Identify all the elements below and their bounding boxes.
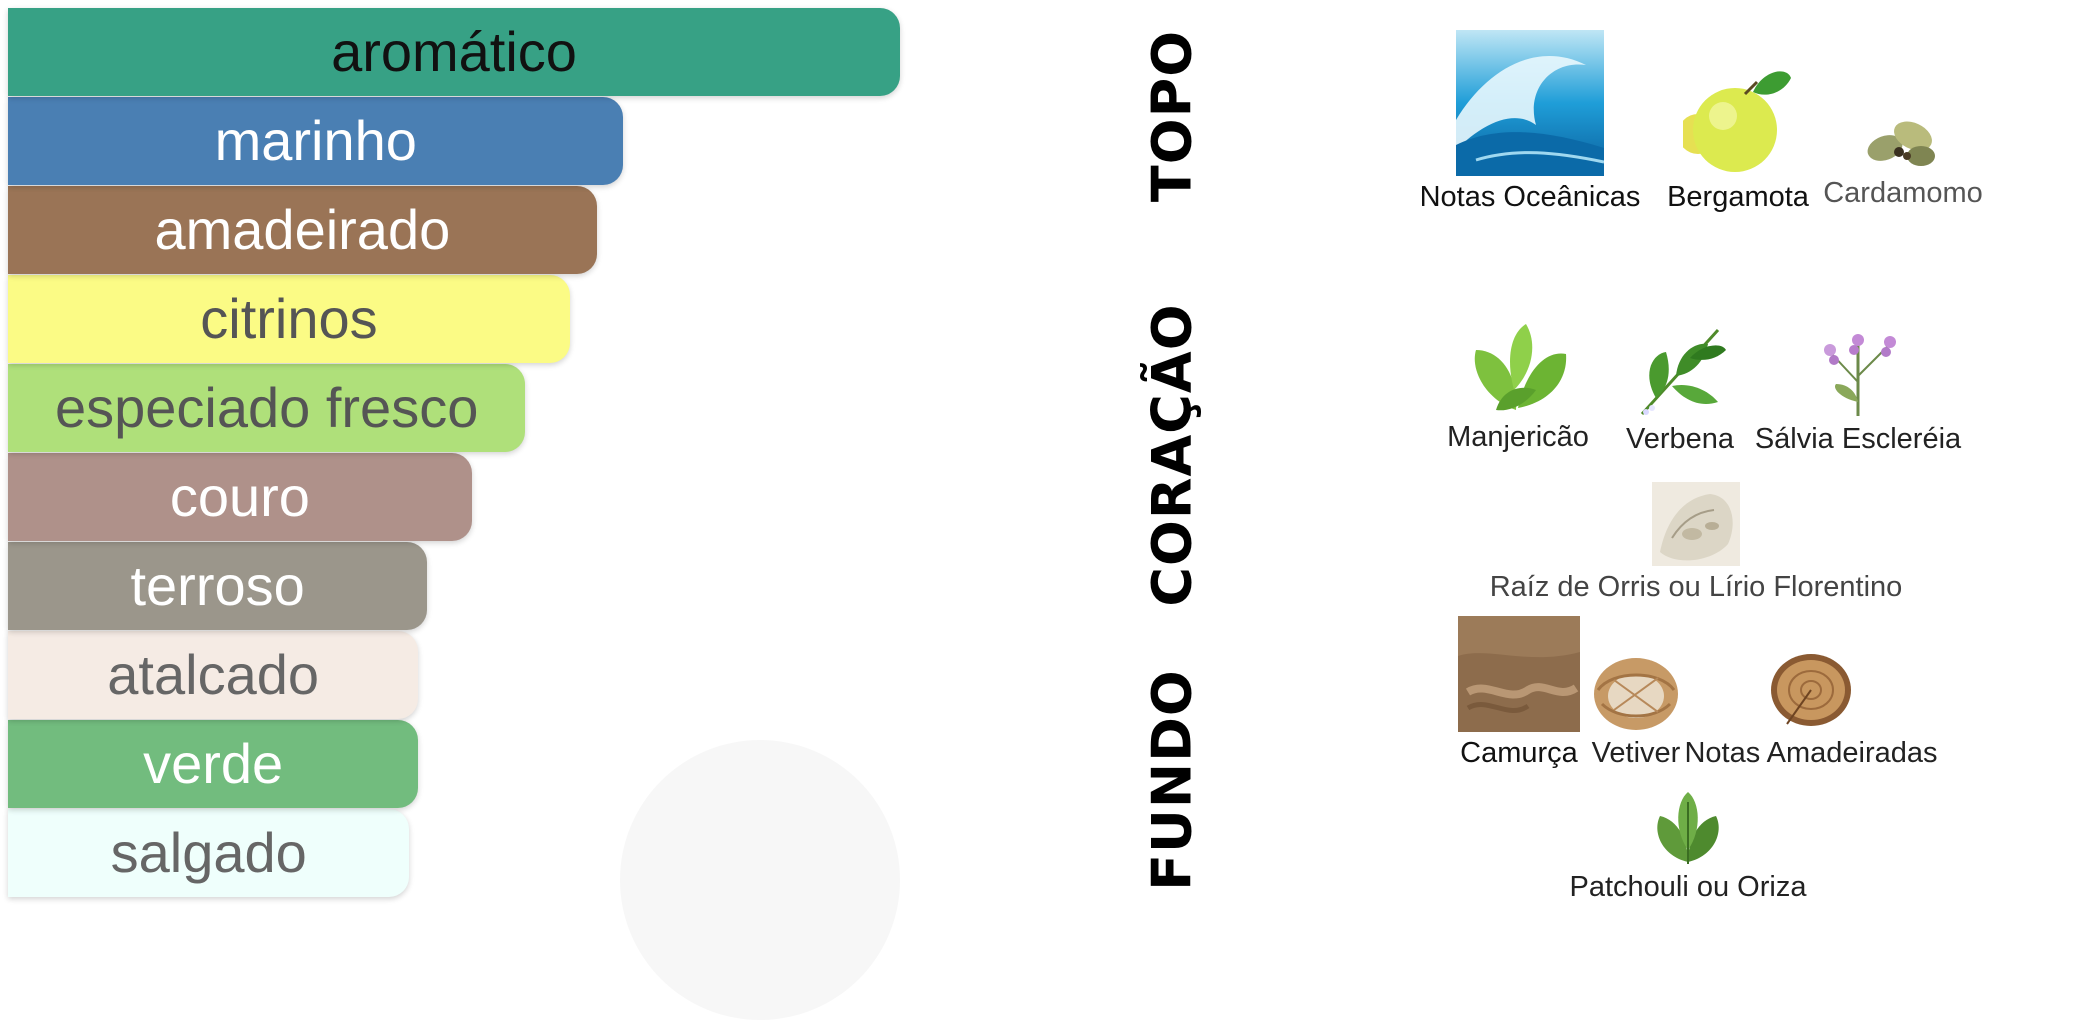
basil-icon bbox=[1474, 324, 1567, 411]
note-name: Verbena bbox=[1625, 423, 1735, 455]
note-patchouli: Patchouli ou Oriza bbox=[1558, 790, 1818, 904]
accord-label: salgado bbox=[110, 821, 307, 884]
suede-icon bbox=[1458, 616, 1580, 732]
ocean-wave-icon bbox=[1456, 30, 1604, 176]
accord-label: citrinos bbox=[200, 287, 378, 350]
accord-label: couro bbox=[169, 465, 310, 528]
note-name: Patchouli ou Oriza bbox=[1569, 871, 1807, 903]
note-cardamomo: Cardamomo bbox=[1818, 106, 1988, 210]
orris-root-icon bbox=[1652, 482, 1740, 566]
note-raiz-de-orris: Raíz de Orris ou Lírio Florentino bbox=[1446, 482, 1946, 604]
accord-label: amadeirado bbox=[154, 198, 451, 261]
accord-bar-4: especiado fresco bbox=[8, 364, 526, 452]
accord-label: terroso bbox=[130, 554, 305, 617]
accord-label: aromático bbox=[331, 20, 577, 83]
bergamot-icon bbox=[1683, 71, 1791, 172]
wood-icon bbox=[1771, 654, 1851, 726]
note-bergamota: Bergamota bbox=[1667, 64, 1809, 214]
accords-chart: salgado verde atalcado terroso couro especiad… bbox=[0, 0, 1000, 900]
accord-bar-5: couro bbox=[8, 453, 472, 541]
note-name: Notas Oceânicas bbox=[1419, 181, 1641, 213]
accord-label: verde bbox=[143, 732, 284, 795]
note-name: Notas Amadeiradas bbox=[1684, 737, 1938, 769]
tier-label-fundo: FUNDO bbox=[1140, 669, 1204, 891]
note-name: Raíz de Orris ou Lírio Florentino bbox=[1489, 571, 1903, 603]
note-salvia-esclareia: Sálvia Escleréia bbox=[1738, 322, 1978, 456]
note-name: Sálvia Escleréia bbox=[1754, 423, 1962, 455]
cardamom-icon bbox=[1867, 121, 1935, 166]
note-name: Vetiver bbox=[1591, 737, 1681, 769]
clary-sage-icon bbox=[1824, 334, 1896, 416]
tier-label-topo: TOPO bbox=[1140, 29, 1204, 203]
note-name: Camurça bbox=[1460, 737, 1578, 769]
note-vetiver: Vetiver bbox=[1576, 650, 1696, 770]
patchouli-icon bbox=[1657, 792, 1719, 864]
accord-bar-2: amadeirado bbox=[8, 186, 597, 274]
accord-label: especiado fresco bbox=[54, 376, 479, 439]
note-notas-amadeiradas: Notas Amadeiradas bbox=[1684, 648, 1938, 770]
accord-bar-7: atalcado bbox=[8, 631, 419, 719]
note-camurca: Camurça bbox=[1454, 616, 1584, 770]
verbena-icon bbox=[1640, 328, 1726, 416]
vetiver-icon bbox=[1594, 658, 1678, 730]
accord-bar-9: salgado bbox=[8, 809, 410, 897]
note-name: Manjericão bbox=[1447, 421, 1589, 453]
note-verbena: Verbena bbox=[1610, 324, 1750, 456]
accord-label: atalcado bbox=[107, 643, 320, 706]
accord-label: marinho bbox=[214, 109, 417, 172]
note-notas-oceanicas: Notas Oceânicas bbox=[1420, 30, 1640, 214]
accord-bar-3: citrinos bbox=[8, 275, 570, 363]
note-manjericao: Manjericão bbox=[1438, 320, 1598, 454]
note-name: Cardamomo bbox=[1823, 177, 1983, 209]
accord-bar-0: aromático bbox=[8, 8, 900, 96]
accord-bar-8: verde bbox=[8, 720, 419, 808]
accord-bar-6: terroso bbox=[8, 542, 428, 630]
tier-label-coracao: CORAÇÃO bbox=[1140, 303, 1204, 607]
accord-bar-1: marinho bbox=[8, 97, 624, 185]
note-name: Bergamota bbox=[1667, 181, 1809, 213]
